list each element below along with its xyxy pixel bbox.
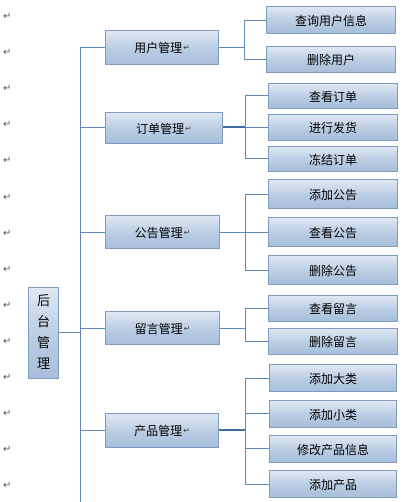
leaf-node: 删除留言 [268,328,398,355]
trunk-line [80,47,81,502]
leaf-label: 删除留言 [308,335,357,349]
paragraph-mark: ↵ [3,47,12,58]
paragraph-mark: ↵ [183,323,191,333]
leaf-node: 进行发货 [268,114,398,141]
paragraph-mark: ↵ [3,192,12,203]
leaf-label: 添加小类 [308,407,357,422]
paragraph-mark: ↵ [3,228,12,239]
paragraph-mark: ↵ [3,480,12,491]
connector-line [245,308,268,309]
paragraph-mark: ↵ [3,300,12,311]
paragraph-mark: ↵ [3,11,12,22]
paragraph-mark: ↵ [3,336,12,347]
leaf-label: 冻结订单 [308,152,357,167]
connector-line [80,127,105,128]
leaf-node: 添加小类 [269,400,397,428]
leaf-label: 删除用户 [306,53,355,67]
group-label: 产品管理 [134,424,183,438]
connector-line [220,232,245,233]
leaf-node: 查看公告 [268,217,398,247]
paragraph-mark: ↵ [3,408,12,419]
connector-line [245,448,269,449]
group-node-product: 产品管理↵ [105,413,219,448]
root-char: 台 [36,315,50,330]
connector-line [245,341,268,342]
connector-line [245,127,268,128]
group-label: 留言管理 [134,321,183,336]
root-char: 理 [36,357,50,372]
root-char: 管 [36,336,50,351]
connector-line [245,95,268,96]
paragraph-mark: ↵ [3,444,12,455]
connector-line [245,158,268,159]
connector-line [220,328,245,329]
leaf-node: 查看订单 [268,83,398,109]
group-node-notice: 公告管理↵ [105,215,220,249]
connector-line [80,430,105,431]
leaf-label: 查看公告 [308,225,357,240]
connector-line [80,232,105,233]
leaf-label: 修改产品信息 [296,442,369,457]
connector-line [245,378,269,379]
leaf-node: 添加公告 [268,179,398,209]
paragraph-mark: ↵ [185,123,192,133]
root-node: 后 台 管 理 [28,287,59,379]
leaf-label: 添加产品 [308,477,357,492]
leaf-node: 查询用户信息 [266,6,396,34]
group-label: 用户管理 [134,41,183,55]
group-node-message: 留言管理↵ [105,311,220,345]
paragraph-mark: ↵ [183,227,191,237]
group-node-user: 用户管理↵ [105,30,219,65]
leaf-label: 添加公告 [308,187,357,202]
group-node-order: 订单管理↵ [105,112,223,144]
leaf-node: 添加产品 [269,470,397,498]
connector-line [218,47,244,48]
leaf-node: 添加大类 [269,364,397,392]
paragraph-mark: ↵ [3,155,12,166]
leaf-node: 冻结订单 [268,146,398,172]
paragraph-mark: ↵ [3,83,12,94]
root-char: 后 [36,294,50,309]
paragraph-mark: ↵ [3,264,12,275]
paragraph-mark: ↵ [3,372,12,383]
connector-line [244,20,266,21]
paragraph-mark: ↵ [183,426,190,435]
leaf-node: 删除公告 [268,255,398,285]
connector-line [245,484,269,485]
group-label: 公告管理 [134,225,183,240]
connector-line [80,328,105,329]
paragraph-mark: ↵ [183,43,190,52]
leaf-node: 查看留言 [268,295,398,322]
leaf-label: 查询用户信息 [294,13,367,28]
leaf-label: 查看订单 [308,89,357,104]
connector-line [80,47,105,48]
root-connector-line [58,332,80,333]
leaf-label: 添加大类 [308,371,357,386]
connector-line [244,20,245,60]
connector-line [219,429,246,431]
group-label: 订单管理 [136,121,185,136]
connector-line [245,308,246,342]
connector-line [244,59,266,60]
connector-line [245,270,268,271]
leaf-node: 删除用户 [266,46,396,73]
leaf-label: 查看留言 [308,302,357,316]
connector-line [245,232,268,233]
leaf-label: 删除公告 [308,263,357,278]
connector-line [245,194,268,195]
paragraph-mark: ↵ [3,119,12,130]
leaf-label: 进行发货 [308,121,357,135]
connector-line [222,126,246,128]
connector-line [245,378,246,485]
connector-line [245,413,269,414]
leaf-node: 修改产品信息 [269,435,397,463]
